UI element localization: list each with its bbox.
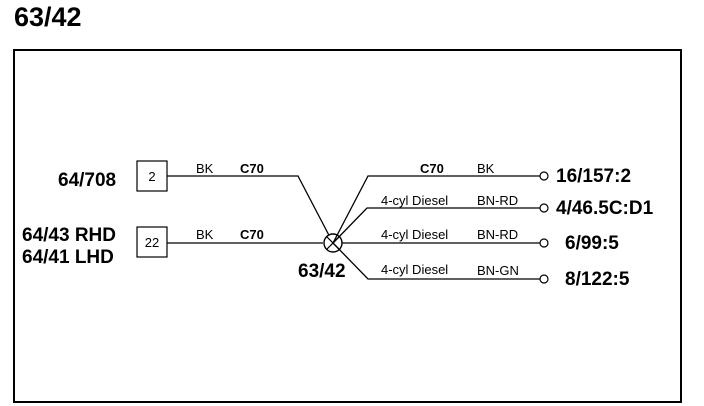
wire-right-4-note: 4-cyl Diesel	[381, 262, 448, 277]
terminal-3-icon	[539, 238, 549, 248]
terminal-2-icon	[539, 203, 549, 213]
wire-right-2-color: BN-RD	[477, 193, 518, 208]
splice-label: 63/42	[298, 261, 346, 282]
page-title: 63/42	[14, 2, 82, 32]
connector-box-2	[136, 226, 168, 258]
wire-left-2-color: BK	[196, 227, 214, 242]
wire-right-3-color: BN-RD	[477, 227, 518, 242]
connector-label-64-41: 64/41 LHD	[22, 247, 114, 268]
diagram-frame	[13, 49, 682, 403]
wire-left-1-color: BK	[196, 161, 214, 176]
connector-box-1	[136, 160, 168, 192]
wire-left-1	[167, 175, 334, 244]
terminal-1-label: 16/157:2	[556, 166, 631, 187]
terminal-3-label: 6/99:5	[565, 233, 619, 254]
wire-left-1-circuit: C70	[240, 161, 264, 176]
wire-right-2	[332, 207, 540, 244]
wire-right-1-color: BK	[477, 161, 495, 176]
wire-right-3-note: 4-cyl Diesel	[381, 227, 448, 242]
wire-right-4	[332, 242, 540, 280]
terminal-4-label: 8/122:5	[565, 269, 630, 290]
connector-pin-2: 22	[145, 235, 159, 250]
wire-right-4-color: BN-GN	[477, 263, 519, 278]
wire-right-1-circuit: C70	[420, 161, 444, 176]
wire-right-1	[332, 175, 540, 244]
connector-label-64-708: 64/708	[58, 170, 116, 191]
terminal-4-icon	[539, 274, 549, 284]
connector-label-64-43: 64/43 RHD	[22, 225, 116, 246]
wire-right-2-note: 4-cyl Diesel	[381, 193, 448, 208]
connector-pin-1: 2	[148, 169, 155, 184]
terminal-1-icon	[539, 171, 549, 181]
wire-left-2-circuit: C70	[240, 227, 264, 242]
terminal-2-label: 4/46.5C:D1	[556, 198, 654, 219]
